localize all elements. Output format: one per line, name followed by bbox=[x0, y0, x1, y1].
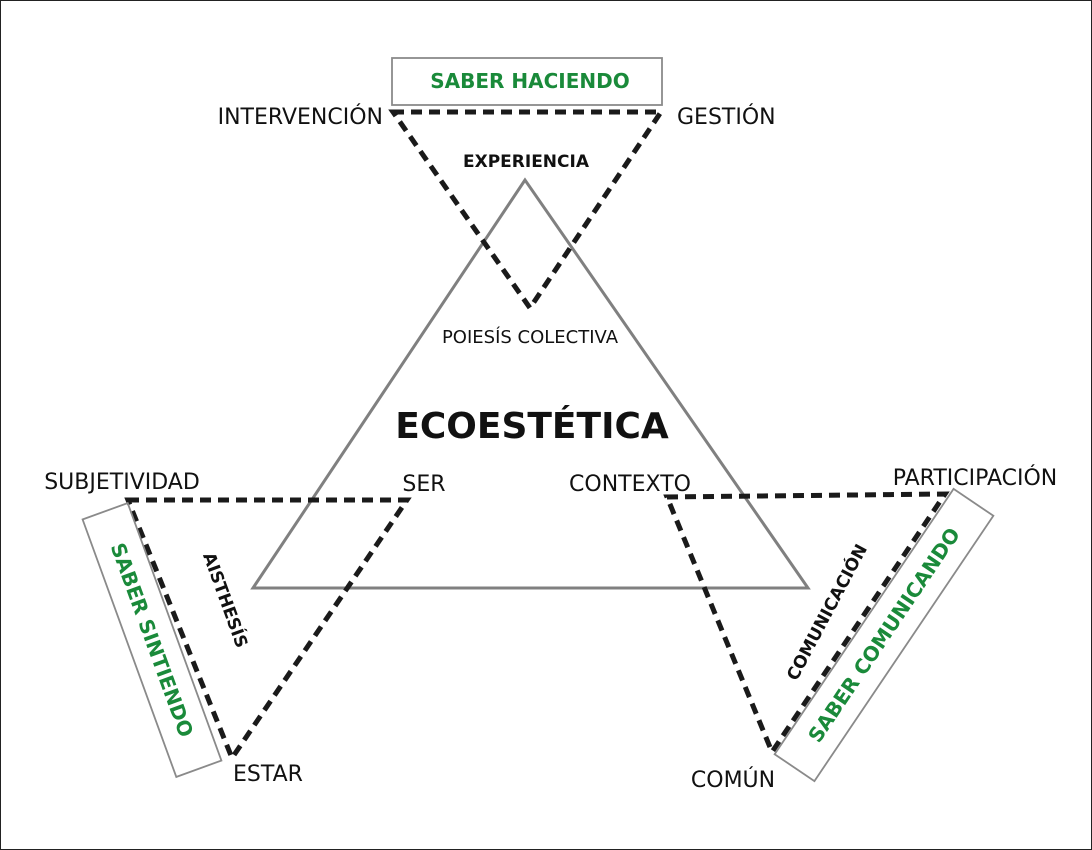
saber-comunicando-box bbox=[773, 487, 995, 783]
left-dashed-triangle bbox=[124, 497, 412, 764]
aisthesis-label: AISTHESÍS bbox=[198, 549, 253, 650]
intervencion-label: INTERVENCIÓN bbox=[218, 104, 383, 130]
saber-comunicando-label: SABER COMUNICANDO bbox=[803, 523, 965, 747]
top-dashed-triangle bbox=[388, 109, 666, 313]
saber-sintiendo-group: SABER SINTIENDO bbox=[81, 501, 223, 779]
comun-label: COMÚN bbox=[691, 767, 775, 793]
ser-label: SER bbox=[402, 472, 445, 497]
participacion-label: PARTICIPACIÓN bbox=[893, 465, 1058, 491]
right-dashed-triangle bbox=[663, 491, 950, 758]
page-title: ECOESTÉTICA bbox=[395, 405, 669, 447]
saber-haciendo-box bbox=[391, 57, 663, 106]
saber-haciendo-label: SABER HACIENDO bbox=[430, 69, 630, 93]
estar-label: ESTAR bbox=[233, 762, 303, 787]
subjetividad-label: SUBJETIVIDAD bbox=[44, 470, 200, 495]
saber-sintiendo-box bbox=[81, 501, 223, 779]
experiencia-label: EXPERIENCIA bbox=[463, 152, 590, 172]
poiesis-colectiva-label: POIESÍS COLECTIVA bbox=[442, 326, 619, 348]
main-triangle bbox=[250, 177, 811, 590]
contexto-label: CONTEXTO bbox=[569, 472, 691, 497]
gestion-label: GESTIÓN bbox=[677, 104, 776, 130]
